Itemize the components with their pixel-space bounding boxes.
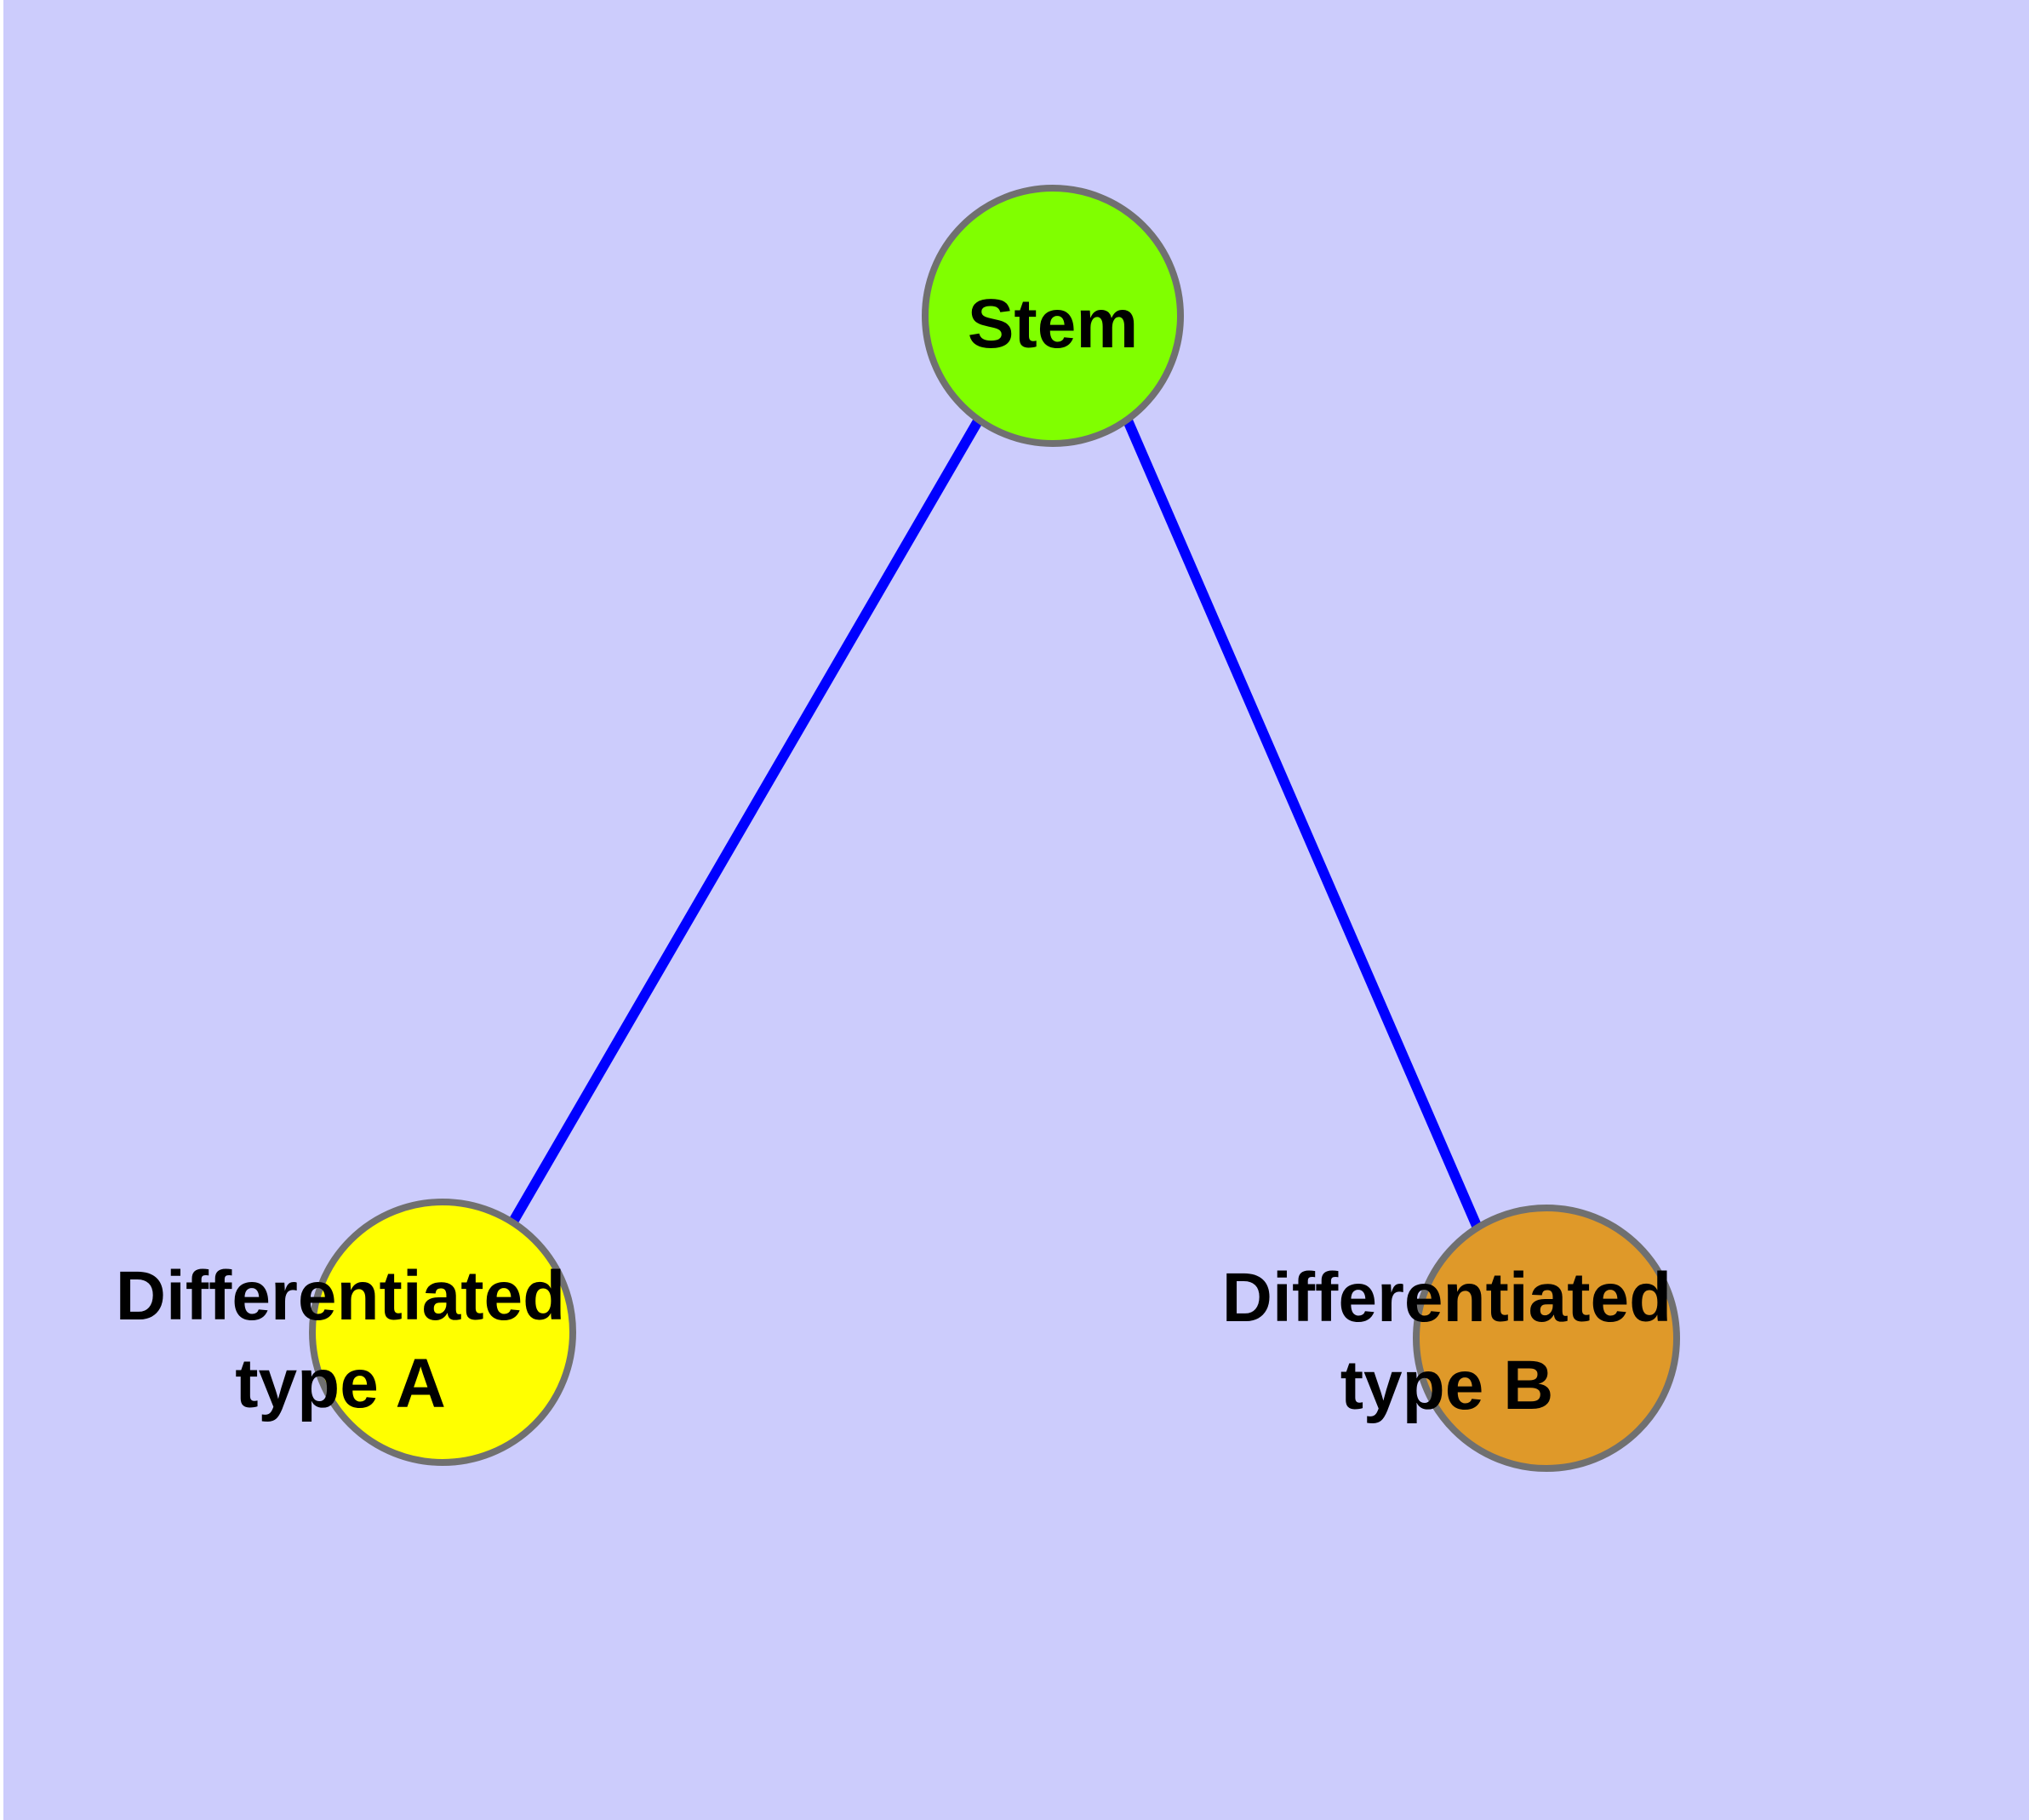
node-label-line: Differentiated <box>1222 1259 1672 1336</box>
label-layer: Stem Differentiated type A Differentiated… <box>116 285 1672 1424</box>
edge-stem-to-type-a[interactable] <box>508 416 984 1225</box>
edge-stem-to-type-b[interactable] <box>1123 418 1482 1228</box>
node-diff-type-a-circle[interactable] <box>309 1199 576 1466</box>
node-diff-type-b[interactable] <box>1413 1205 1680 1472</box>
node-label-line: type B <box>1340 1347 1554 1424</box>
node-diff-type-b-circle[interactable] <box>1413 1205 1680 1472</box>
node-label-diff-type-b: Differentiated type B <box>1222 1259 1672 1424</box>
node-label-line: Stem <box>968 285 1139 363</box>
node-label-stem: Stem <box>968 285 1139 363</box>
node-stem[interactable] <box>922 185 1184 447</box>
node-label-diff-type-a: Differentiated type A <box>116 1257 566 1422</box>
node-label-line: Differentiated <box>116 1257 566 1335</box>
node-stem-circle[interactable] <box>922 185 1184 447</box>
node-layer <box>309 185 1680 1472</box>
node-label-line: type A <box>235 1345 446 1422</box>
edge-layer <box>508 416 1482 1228</box>
node-diff-type-a[interactable] <box>309 1199 576 1466</box>
